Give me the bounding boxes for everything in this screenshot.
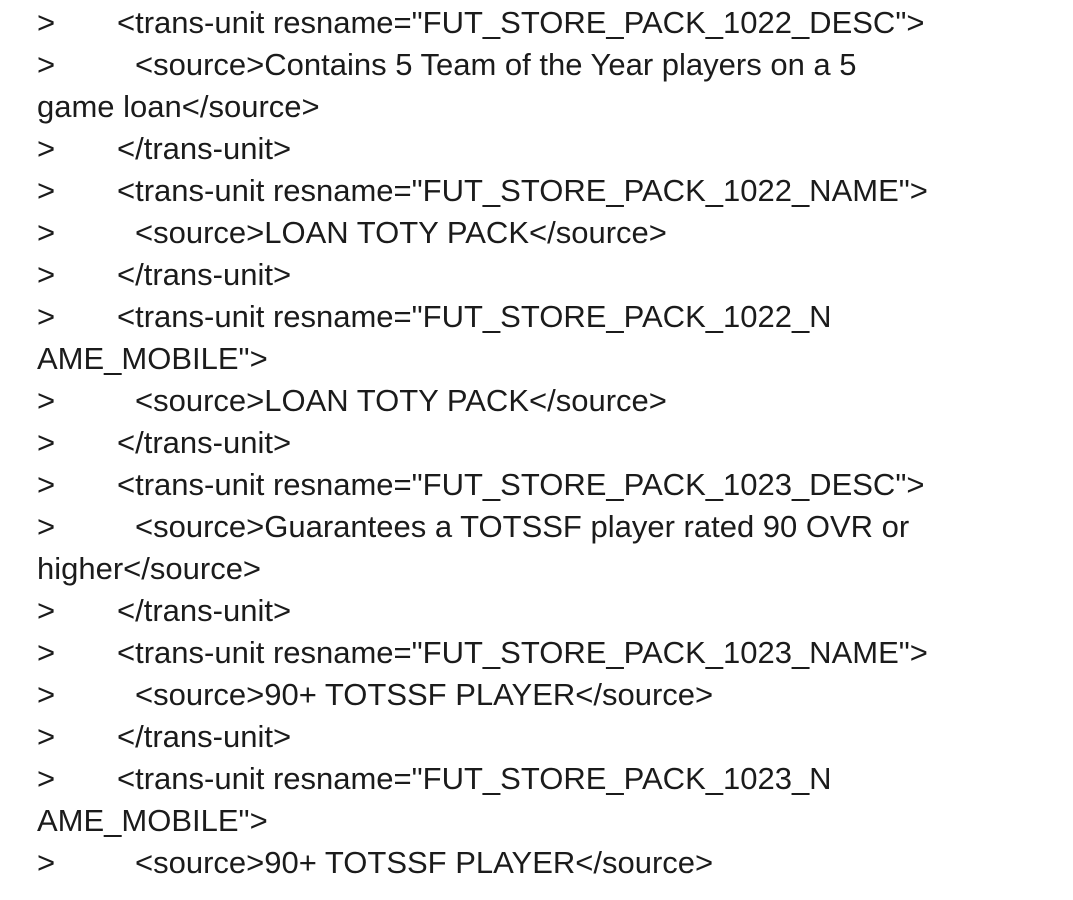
quote-marker: > [37,257,56,292]
document-line: </trans-unit> [117,131,292,166]
quote-marker: > [37,5,56,40]
document-line: <trans-unit resname="FUT_STORE_PACK_1022… [117,5,925,40]
document-line: AME_MOBILE"> [37,341,268,376]
document-line: <source>90+ TOTSSF PLAYER</source> [135,845,714,880]
quote-marker: > [37,467,56,502]
document-line: <source>Contains 5 Team of the Year play… [135,47,857,82]
quote-marker: > [37,131,56,166]
quote-marker: > [37,47,56,82]
document-line: </trans-unit> [117,257,292,292]
document-line: <source>90+ TOTSSF PLAYER</source> [135,677,714,712]
document-line: <trans-unit resname="FUT_STORE_PACK_1023… [117,761,832,796]
document-line: <source>LOAN TOTY PACK</source> [135,383,667,418]
document-line: <trans-unit resname="FUT_STORE_PACK_1022… [117,173,928,208]
document-line: higher</source> [37,551,262,586]
document-line: </trans-unit> [117,719,292,754]
quote-marker: > [37,593,56,628]
document-line: </trans-unit> [117,425,292,460]
document-line: <source>Guarantees a TOTSSF player rated… [135,509,910,544]
quote-marker: > [37,383,56,418]
quote-marker: > [37,719,56,754]
quote-marker: > [37,677,56,712]
document-line: </trans-unit> [117,593,292,628]
quote-marker: > [37,173,56,208]
document-line: AME_MOBILE"> [37,803,268,838]
document-line: <trans-unit resname="FUT_STORE_PACK_1022… [117,299,832,334]
quote-marker: > [37,425,56,460]
document-line: <trans-unit resname="FUT_STORE_PACK_1023… [117,635,928,670]
document-line: <source>LOAN TOTY PACK</source> [135,215,667,250]
quote-marker: > [37,845,56,880]
document-line: game loan</source> [37,89,320,124]
quote-marker: > [37,509,56,544]
quote-marker: > [37,215,56,250]
quote-marker: > [37,635,56,670]
document-line: <trans-unit resname="FUT_STORE_PACK_1023… [117,467,925,502]
quote-marker: > [37,761,56,796]
quote-marker: > [37,299,56,334]
